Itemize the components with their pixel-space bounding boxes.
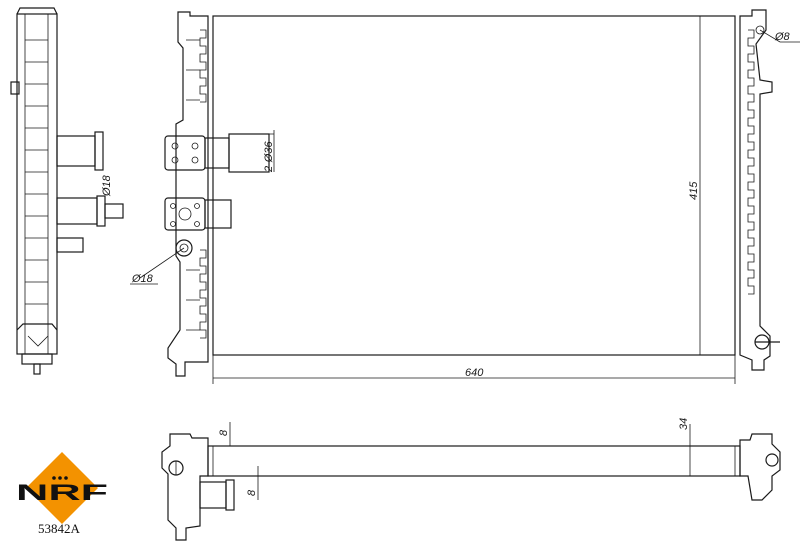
- side-view: [10, 7, 124, 375]
- depth-dimension-label: 34: [678, 418, 690, 430]
- top-port-diameter-label: Ø8: [774, 31, 791, 43]
- top-view: [161, 422, 781, 541]
- height-dimension-label: 415: [688, 181, 700, 200]
- width-dimension-label: 640: [465, 367, 484, 379]
- tank-offset-bottom-label: 8: [246, 489, 258, 496]
- nrf-logo: NRF: [16, 452, 108, 524]
- brand-logo-text: NRF: [16, 480, 108, 505]
- front-view: [130, 9, 800, 384]
- outlet-diameter-label: 2-Ø36: [263, 141, 275, 173]
- side-port-diameter-label: Ø18: [101, 174, 113, 197]
- part-number: 53842A: [38, 521, 81, 536]
- tank-offset-top-label: 8: [218, 429, 230, 436]
- drain-diameter-label: Ø18: [131, 273, 154, 285]
